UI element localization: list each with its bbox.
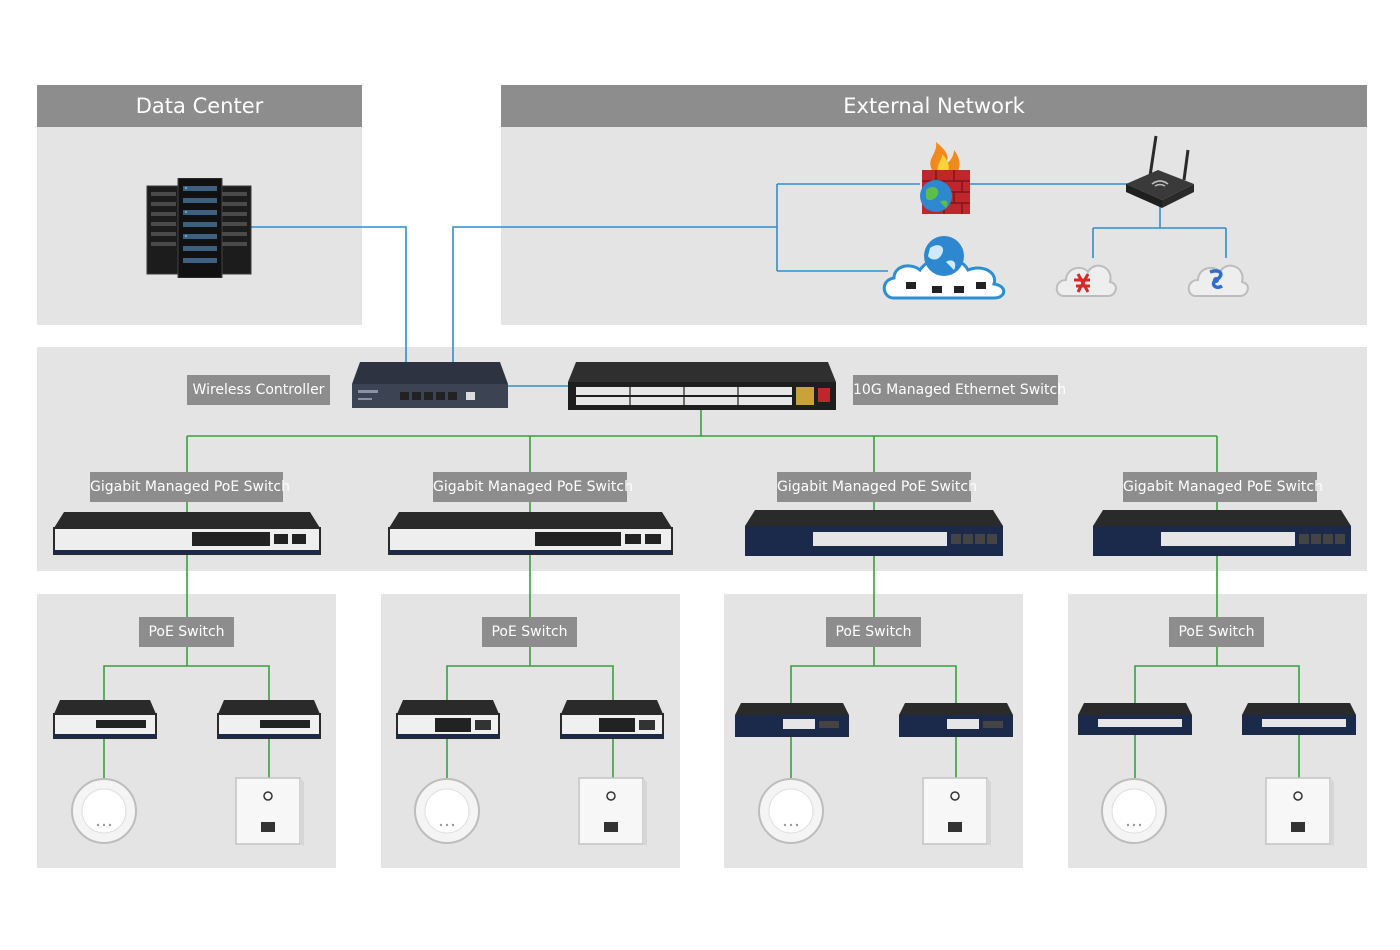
wall-ap-icon <box>235 777 304 846</box>
gigabit-switch-label-3: Gigabit Managed PoE Switch <box>777 472 977 502</box>
poe-switch-icon <box>53 700 157 739</box>
poe-switch-icon <box>1242 703 1356 735</box>
wireless-controller-label: Wireless Controller <box>187 375 330 405</box>
poe-switch-icon <box>217 700 321 739</box>
gigabit-poe-switch-icon-2 <box>388 512 673 555</box>
poe-switch-icon <box>560 700 664 739</box>
poe-switch-icon <box>1078 703 1192 735</box>
wall-ap-icon <box>578 777 647 846</box>
wall-ap-icon <box>922 777 991 846</box>
poe-switch-icon <box>899 703 1013 737</box>
gigabit-poe-switch-icon-1 <box>53 512 321 555</box>
gigabit-switch-label-4: Gigabit Managed PoE Switch <box>1123 472 1323 502</box>
ceiling-ap-icon <box>71 778 137 844</box>
poe-switch-icon <box>735 703 849 737</box>
firewall-icon <box>920 142 970 214</box>
poe-switch-label-2: PoE Switch <box>482 617 577 647</box>
managed-switch-icon <box>568 362 836 410</box>
gigabit-switch-label-2: Gigabit Managed PoE Switch <box>433 472 633 502</box>
wireless-controller-icon <box>352 362 508 408</box>
server-rack-icon <box>146 178 252 278</box>
green-links <box>103 410 1300 778</box>
gigabit-switch-label-1: Gigabit Managed PoE Switch <box>90 472 290 502</box>
data-center-header: Data Center <box>37 85 362 127</box>
poe-switch-label-4: PoE Switch <box>1169 617 1264 647</box>
isp-cloud-icon <box>1187 264 1249 297</box>
ethernet-switch-label: 10G Managed Ethernet Switch <box>853 375 1066 405</box>
poe-switch-icon <box>396 700 500 739</box>
external-network-header: External Network <box>501 85 1367 127</box>
gigabit-poe-switch-icon-3 <box>745 510 1003 556</box>
isp-cloud-icon <box>1055 264 1117 297</box>
blue-links <box>250 183 1227 387</box>
wireless-router-icon <box>1126 135 1194 208</box>
internet-cloud-icon <box>882 236 1006 300</box>
poe-switch-label-1: PoE Switch <box>139 617 234 647</box>
ceiling-ap-icon <box>414 778 480 844</box>
ceiling-ap-icon <box>1101 778 1167 844</box>
gigabit-poe-switch-icon-4 <box>1093 510 1351 556</box>
wall-ap-icon <box>1265 777 1334 846</box>
ceiling-ap-icon <box>758 778 824 844</box>
poe-switch-label-3: PoE Switch <box>826 617 921 647</box>
